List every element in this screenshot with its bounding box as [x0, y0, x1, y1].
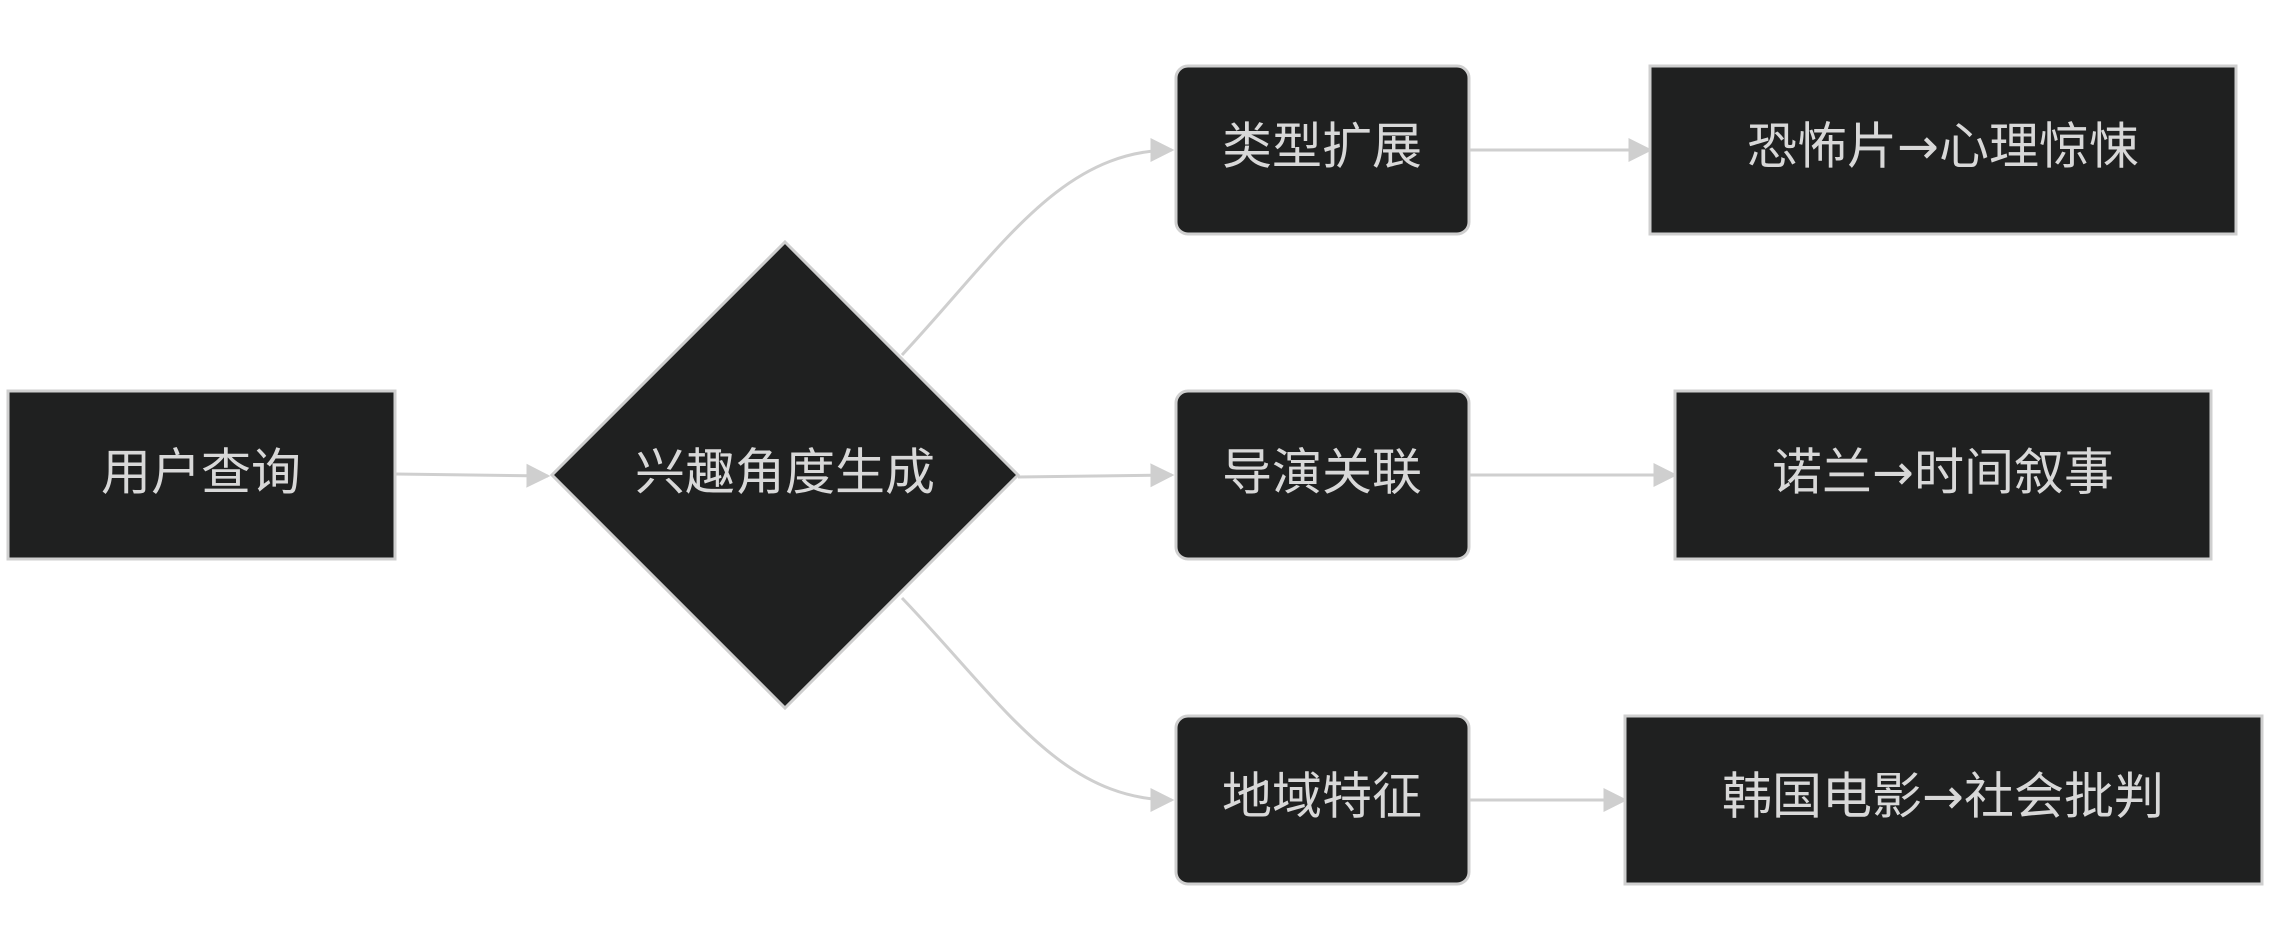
node-region-feature: 地域特征 — [1174, 714, 1471, 886]
node-director-link: 导演关联 — [1174, 389, 1471, 561]
node-user-query: 用户查询 — [6, 389, 397, 561]
node-genre-example-label: 恐怖片→心理惊悚 — [1747, 118, 2139, 176]
edge-user-query-to-interest-angle — [394, 463, 551, 488]
edge-interest-angle-to-genre-expand — [900, 138, 1175, 357]
node-region-example-label: 韩国电影→社会批判 — [1722, 768, 2164, 826]
node-genre-expand-label: 类型扩展 — [1222, 118, 1422, 176]
node-region-example: 韩国电影→社会批判 — [1623, 714, 2264, 886]
node-director-link-label: 导演关联 — [1222, 444, 1422, 502]
node-region-feature-label: 地域特征 — [1222, 768, 1422, 826]
edge-interest-angle-to-region-feature — [900, 596, 1175, 812]
node-director-example-label: 诺兰→时间叙事 — [1772, 444, 2114, 502]
node-interest-angle: 兴趣角度生成 — [549, 239, 1021, 711]
node-genre-example: 恐怖片→心理惊悚 — [1648, 64, 2238, 236]
node-genre-expand: 类型扩展 — [1174, 64, 1471, 236]
edge-interest-angle-to-director-link — [1017, 463, 1175, 488]
node-user-query-label: 用户查询 — [101, 444, 301, 502]
node-interest-angle-label: 兴趣角度生成 — [635, 444, 935, 502]
node-director-example: 诺兰→时间叙事 — [1673, 389, 2213, 561]
